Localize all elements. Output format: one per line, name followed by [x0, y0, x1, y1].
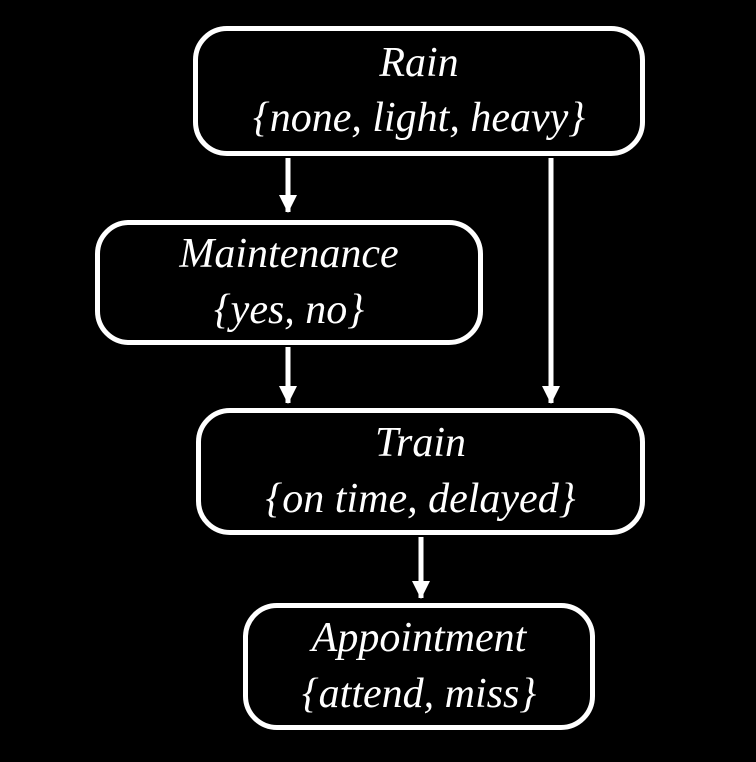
- node-appointment-domain: {attend, miss}: [301, 670, 537, 717]
- node-rain-domain: {none, light, heavy}: [252, 95, 586, 141]
- node-appointment-label: Appointment: [311, 615, 527, 662]
- node-train-domain: {on time, delayed}: [265, 475, 576, 522]
- node-maintenance-domain: {yes, no}: [213, 286, 365, 333]
- node-maintenance: Maintenance {yes, no}: [95, 220, 483, 345]
- node-maintenance-label: Maintenance: [179, 231, 399, 278]
- node-train: Train {on time, delayed}: [196, 408, 645, 535]
- node-rain: Rain {none, light, heavy}: [193, 26, 645, 156]
- node-rain-label: Rain: [379, 39, 459, 86]
- node-train-label: Train: [374, 420, 467, 467]
- node-appointment: Appointment {attend, miss}: [243, 603, 595, 730]
